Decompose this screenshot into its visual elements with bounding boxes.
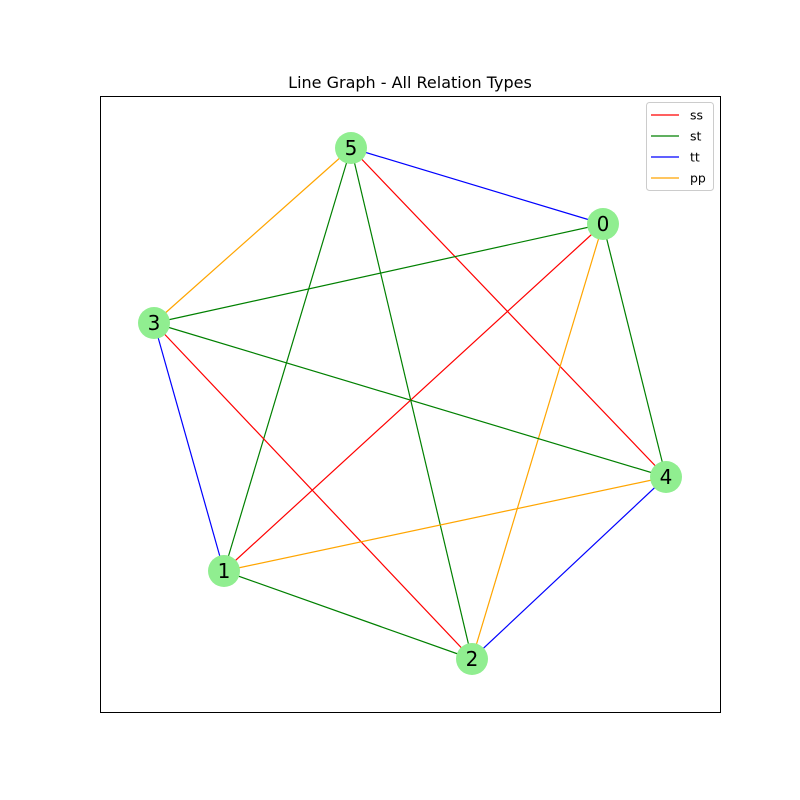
node-4: 4 <box>650 461 682 493</box>
legend-label-tt: tt <box>690 150 700 165</box>
node-1: 1 <box>208 555 240 587</box>
edge-pp-0-2 <box>471 223 604 660</box>
chart-title: Line Graph - All Relation Types <box>288 73 532 92</box>
legend-label-st: st <box>690 129 702 144</box>
edge-pp-1-4 <box>223 476 667 572</box>
node-0: 0 <box>587 208 619 240</box>
edge-pp-5-3 <box>153 147 352 324</box>
edge-st-5-2 <box>350 147 473 660</box>
edge-st-5-1 <box>223 147 352 572</box>
legend-label-ss: ss <box>690 108 703 123</box>
axes-frame <box>100 96 721 713</box>
edge-tt-3-1 <box>153 322 225 572</box>
node-circle-4 <box>650 461 682 493</box>
edge-st-3-4 <box>153 322 667 478</box>
node-circle-2 <box>456 643 488 675</box>
node-label-3: 3 <box>148 311 161 335</box>
node-circle-0 <box>587 208 619 240</box>
edges-layer <box>153 147 667 660</box>
legend-box <box>646 102 714 191</box>
legend-label-pp: pp <box>690 171 706 186</box>
node-circle-1 <box>208 555 240 587</box>
node-label-5: 5 <box>345 136 358 160</box>
node-2: 2 <box>456 643 488 675</box>
edge-st-0-4 <box>602 223 667 478</box>
nodes-layer: 0 1 2 3 4 5 <box>138 132 682 675</box>
edge-tt-2-4 <box>471 476 667 660</box>
node-3: 3 <box>138 307 170 339</box>
edge-ss-0-1 <box>223 223 604 572</box>
node-label-0: 0 <box>597 212 610 236</box>
node-label-4: 4 <box>660 465 673 489</box>
edge-ss-3-2 <box>153 322 473 660</box>
edge-tt-5-0 <box>350 147 604 225</box>
node-label-2: 2 <box>466 647 479 671</box>
edge-ss-5-4 <box>350 147 667 478</box>
node-5: 5 <box>335 132 367 164</box>
edge-st-0-3 <box>153 223 604 324</box>
legend: ss st tt pp <box>646 102 714 191</box>
edge-st-1-2 <box>223 570 473 660</box>
node-label-1: 1 <box>218 559 231 583</box>
node-circle-5 <box>335 132 367 164</box>
node-circle-3 <box>138 307 170 339</box>
